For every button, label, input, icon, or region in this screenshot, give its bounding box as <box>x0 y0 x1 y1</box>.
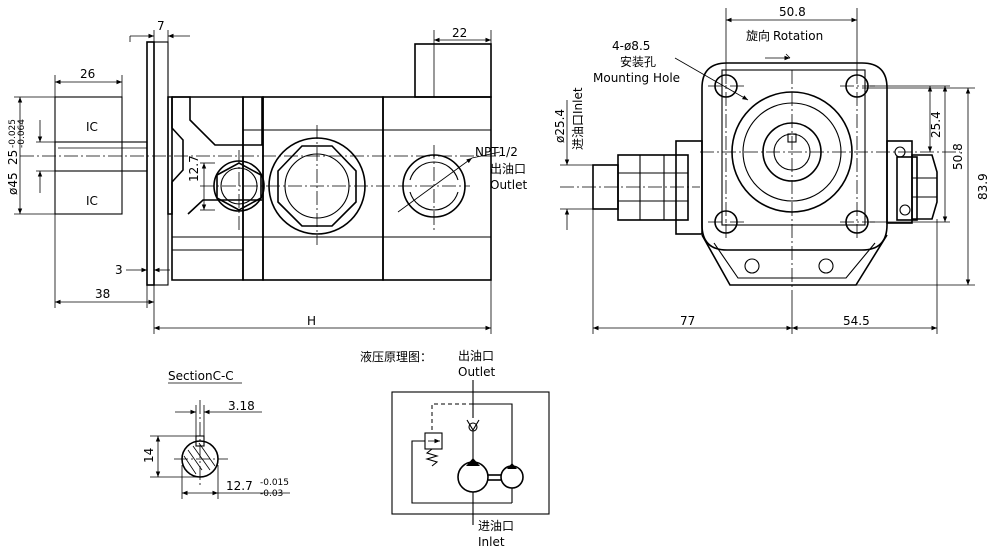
dim-H: H <box>307 314 316 328</box>
schematic-inlet-cn: 进油口 <box>478 519 514 533</box>
mounting-flange <box>701 62 888 251</box>
dim-25: 25 <box>6 150 20 165</box>
dim-14: 14 <box>142 448 156 463</box>
front-view <box>14 30 501 334</box>
inlet-dia-label: ø25.4 <box>553 109 567 143</box>
dim-25-4: 25.4 <box>929 111 943 138</box>
dim-3-18: 3.18 <box>228 399 255 413</box>
section-cc <box>150 382 290 499</box>
dim-54-5: 54.5 <box>843 314 870 328</box>
dim-dia45: ø45 <box>6 172 20 195</box>
inlet-en-side: Inlet <box>571 87 585 114</box>
inlet-hex <box>617 154 689 221</box>
schematic-title: 液压原理图： <box>360 349 432 364</box>
outlet-thread-code: NPT1/2 <box>475 145 518 159</box>
outlet-cn-label: 出油口 <box>490 162 526 176</box>
mounting-cn-label: 安装孔 <box>620 54 656 69</box>
outlet-en-label: Outlet <box>490 178 527 192</box>
side-view <box>560 8 975 334</box>
dim-50-8-right: 50.8 <box>951 143 965 170</box>
dim-83-9: 83.9 <box>976 173 990 200</box>
inlet-flange <box>675 140 703 235</box>
section-tol-upper: -0.015 <box>260 478 289 488</box>
section-title: SectionC-C <box>168 369 234 383</box>
rotation-en-label: Rotation <box>773 29 823 43</box>
mounting-hole-count: 4-ø8.5 <box>612 39 650 53</box>
section-tol-lower: -0.03 <box>260 489 283 499</box>
inlet-cn-side: 进油口 <box>571 114 585 150</box>
dim-12-7-front: 12.7 <box>187 155 201 182</box>
dim-26: 26 <box>80 67 95 81</box>
dim-12-7-section: 12.7 <box>226 479 253 493</box>
dim-25-tol-lower: -0.064 <box>17 119 27 148</box>
dim-3: 3 <box>115 263 123 277</box>
rotation-cn-label: 旋向 <box>746 28 770 43</box>
dim-22: 22 <box>452 26 467 40</box>
schematic-outlet-en: Outlet <box>458 365 495 379</box>
dim-50-8-top: 50.8 <box>779 5 806 19</box>
outlet-hex <box>911 154 938 220</box>
ic-lower-label: IC <box>86 194 98 208</box>
hex-plug <box>277 145 357 227</box>
dim-77: 77 <box>680 314 695 328</box>
schematic-inlet-en: Inlet <box>478 535 505 549</box>
hydraulic-schematic <box>391 380 550 525</box>
lower-body <box>701 234 888 286</box>
ic-upper-label: IC <box>86 120 98 134</box>
mounting-en-label: Mounting Hole <box>593 71 680 85</box>
schematic-frame <box>391 391 550 515</box>
schematic-outlet-cn: 出油口 <box>458 349 494 363</box>
dim-38: 38 <box>95 287 110 301</box>
dim-7: 7 <box>157 19 165 33</box>
dim-25-tol-upper: -0.025 <box>8 119 18 148</box>
